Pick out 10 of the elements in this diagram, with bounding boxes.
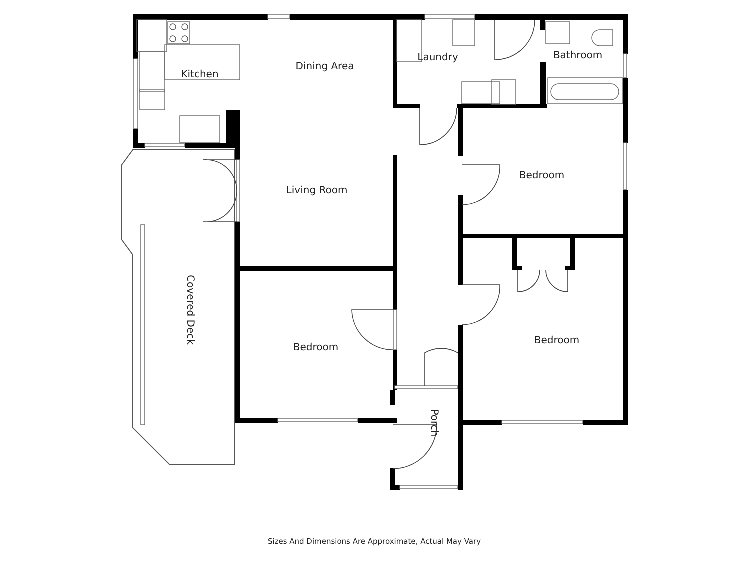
room-label: Porch <box>428 409 440 437</box>
room-label: Bedroom <box>293 342 339 354</box>
room-label: Bedroom <box>534 336 580 346</box>
room-label: Covered Deck <box>184 275 196 345</box>
room-label: Bathroom <box>553 50 603 62</box>
room-label: Living Room <box>286 186 348 196</box>
room-label: Laundry <box>418 52 458 64</box>
room-label: Bedroom <box>519 170 565 182</box>
room-label: Dining Area <box>296 62 354 72</box>
room-label: Kitchen <box>181 70 219 80</box>
